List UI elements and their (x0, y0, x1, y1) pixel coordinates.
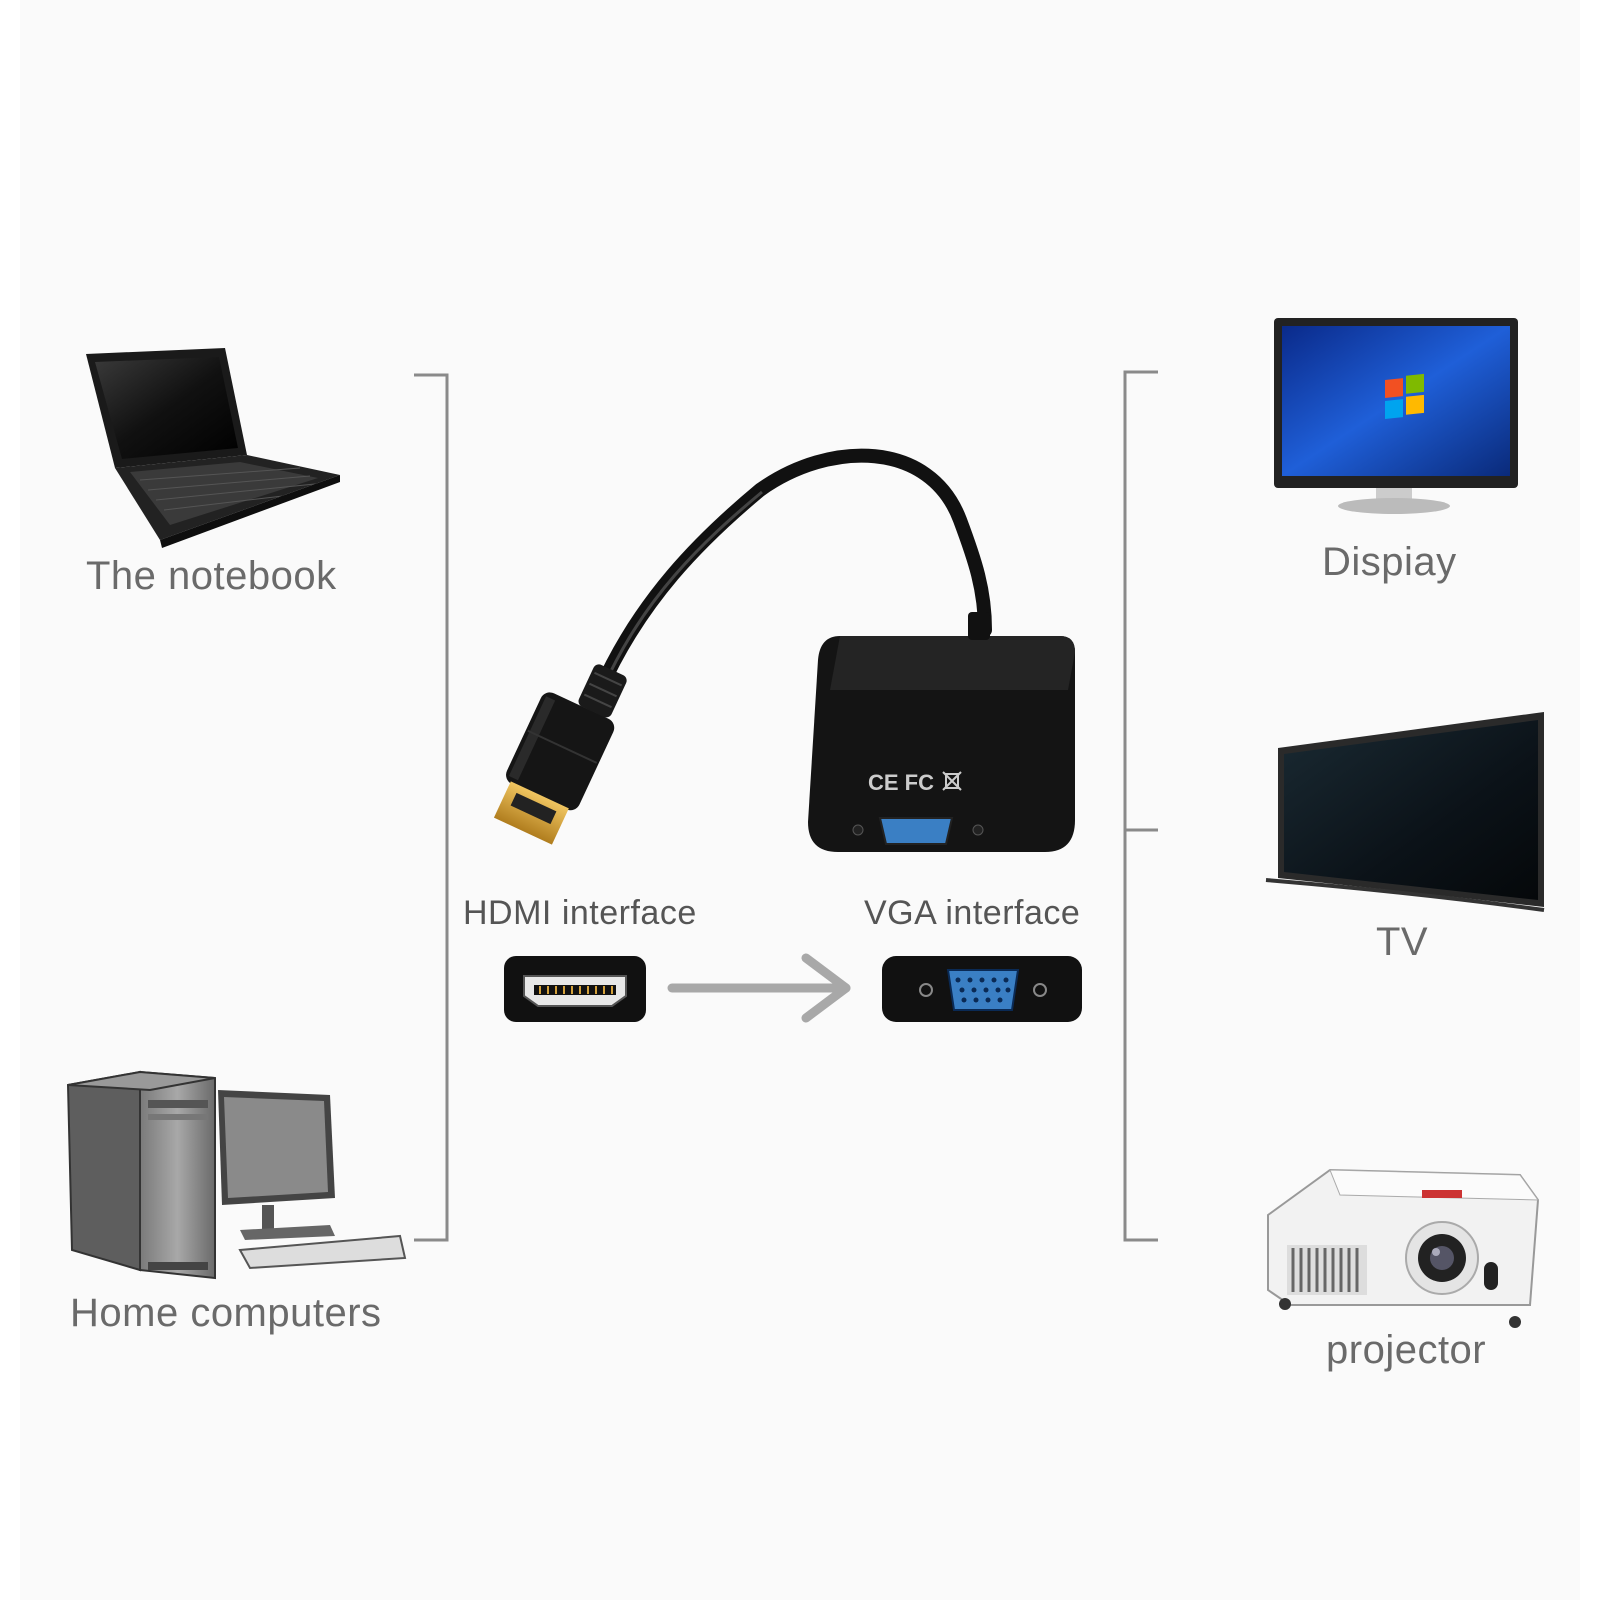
notebook-label: The notebook (86, 554, 337, 598)
home-computers-label: Home computers (70, 1291, 382, 1335)
windows-logo-icon (1385, 373, 1424, 419)
arrow-right-icon (667, 953, 851, 1023)
vga-port-icon (882, 956, 1082, 1022)
tv-label: TV (1376, 920, 1429, 964)
certification-marks: CE FC (868, 770, 934, 795)
hdmi-interface-label: HDMI interface (463, 894, 697, 932)
desktop-computer-icon (66, 1070, 407, 1280)
weee-icon (942, 771, 962, 791)
right-bracket (1123, 370, 1158, 1242)
left-bracket (414, 373, 449, 1242)
projector-icon (1267, 1168, 1540, 1328)
projector-label: projector (1326, 1328, 1487, 1372)
monitor-icon (1274, 318, 1518, 514)
hdmi-to-vga-adapter-icon: CE FC (493, 448, 1075, 852)
hdmi-port-icon (504, 956, 646, 1022)
display-label: Dispiay (1322, 540, 1457, 584)
tv-icon (1265, 712, 1545, 912)
vga-interface-label: VGA interface (864, 894, 1081, 932)
laptop-icon (86, 348, 340, 548)
